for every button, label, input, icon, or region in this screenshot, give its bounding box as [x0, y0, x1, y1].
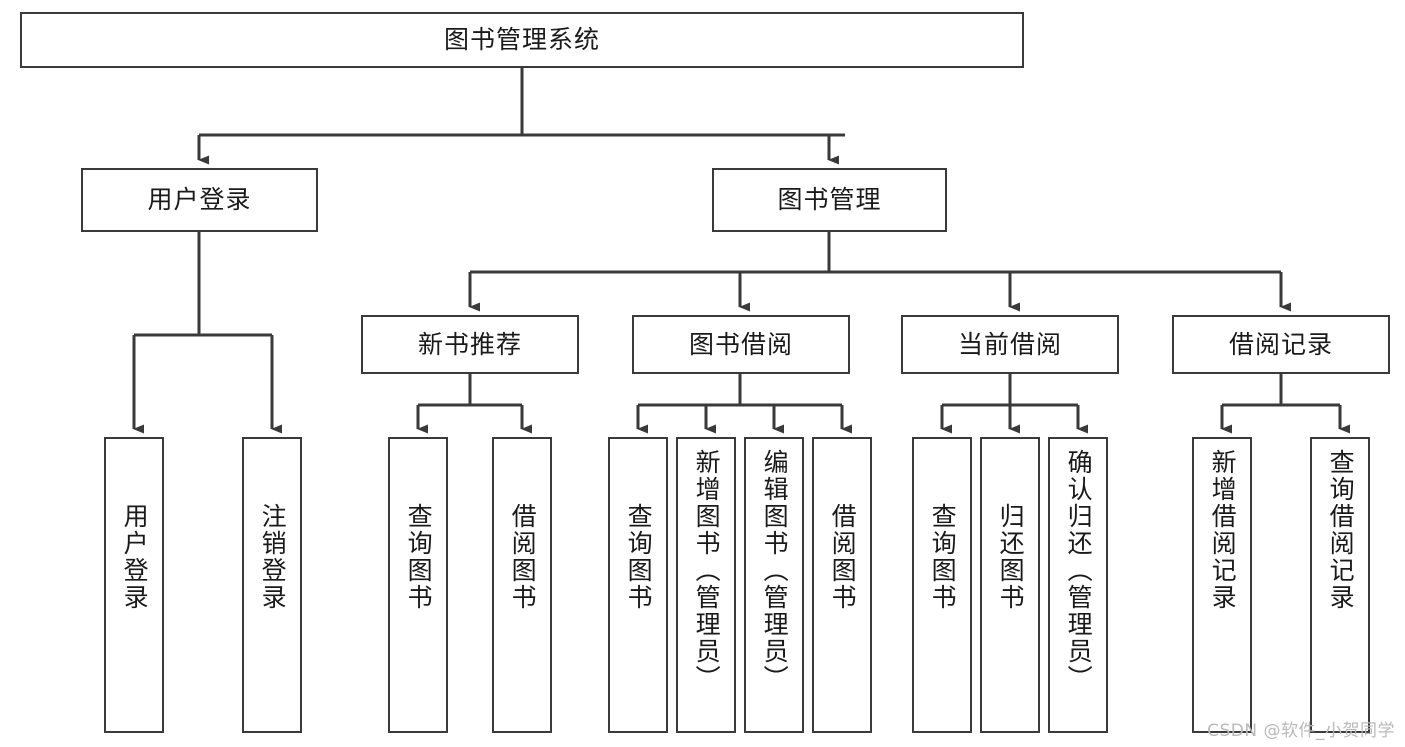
node-borrow-record-label: 借阅记录 [1228, 329, 1333, 359]
node-leaf-borrow-book-2[interactable]: 借阅图书 [812, 437, 872, 733]
node-leaf-query-book-3-label: 查询图书 [928, 503, 958, 611]
node-user-login-label: 用户登录 [147, 185, 252, 215]
node-leaf-borrow-book-1[interactable]: 借阅图书 [492, 437, 552, 733]
node-leaf-user-login[interactable]: 用户登录 [104, 437, 164, 733]
node-leaf-add-record-label: 新增借阅记录 [1208, 449, 1238, 611]
node-leaf-confirm-return[interactable]: 确认归还（管理员） [1048, 437, 1108, 733]
node-leaf-query-record[interactable]: 查询借阅记录 [1310, 437, 1370, 733]
node-current-borrow-label: 当前借阅 [957, 329, 1062, 359]
node-root[interactable]: 图书管理系统 [20, 12, 1024, 68]
node-root-label: 图书管理系统 [443, 25, 600, 55]
node-book-borrow[interactable]: 图书借阅 [632, 315, 850, 374]
node-leaf-query-record-label: 查询借阅记录 [1326, 449, 1356, 611]
node-leaf-query-book-2-label: 查询图书 [624, 503, 654, 611]
node-leaf-query-book-1[interactable]: 查询图书 [388, 437, 448, 733]
node-leaf-confirm-return-label: 确认归还（管理员） [1064, 449, 1094, 692]
node-leaf-logout-login-label: 注销登录 [258, 503, 288, 611]
node-leaf-query-book-3[interactable]: 查询图书 [912, 437, 972, 733]
node-leaf-query-book-2[interactable]: 查询图书 [608, 437, 668, 733]
node-leaf-return-book-label: 归还图书 [996, 503, 1026, 611]
node-leaf-add-record[interactable]: 新增借阅记录 [1192, 437, 1252, 733]
node-user-login[interactable]: 用户登录 [81, 168, 318, 232]
node-new-book-rec[interactable]: 新书推荐 [361, 315, 579, 374]
node-leaf-borrow-book-1-label: 借阅图书 [508, 503, 538, 611]
node-leaf-query-book-1-label: 查询图书 [404, 503, 434, 611]
node-book-borrow-label: 图书借阅 [688, 329, 793, 359]
node-leaf-edit-book-label: 编辑图书（管理员） [760, 449, 790, 692]
node-book-manage[interactable]: 图书管理 [712, 168, 947, 232]
node-leaf-add-book[interactable]: 新增图书（管理员） [676, 437, 736, 733]
node-book-manage-label: 图书管理 [777, 185, 882, 215]
node-leaf-add-book-label: 新增图书（管理员） [692, 449, 722, 692]
node-current-borrow[interactable]: 当前借阅 [901, 315, 1119, 374]
node-leaf-edit-book[interactable]: 编辑图书（管理员） [744, 437, 804, 733]
node-leaf-logout-login[interactable]: 注销登录 [242, 437, 302, 733]
watermark-text: CSDN @软件_小贺同学 [1207, 721, 1395, 741]
node-leaf-borrow-book-2-label: 借阅图书 [828, 503, 858, 611]
node-new-book-rec-label: 新书推荐 [417, 329, 522, 359]
node-borrow-record[interactable]: 借阅记录 [1172, 315, 1390, 374]
node-leaf-user-login-label: 用户登录 [120, 503, 150, 611]
node-leaf-return-book[interactable]: 归还图书 [980, 437, 1040, 733]
